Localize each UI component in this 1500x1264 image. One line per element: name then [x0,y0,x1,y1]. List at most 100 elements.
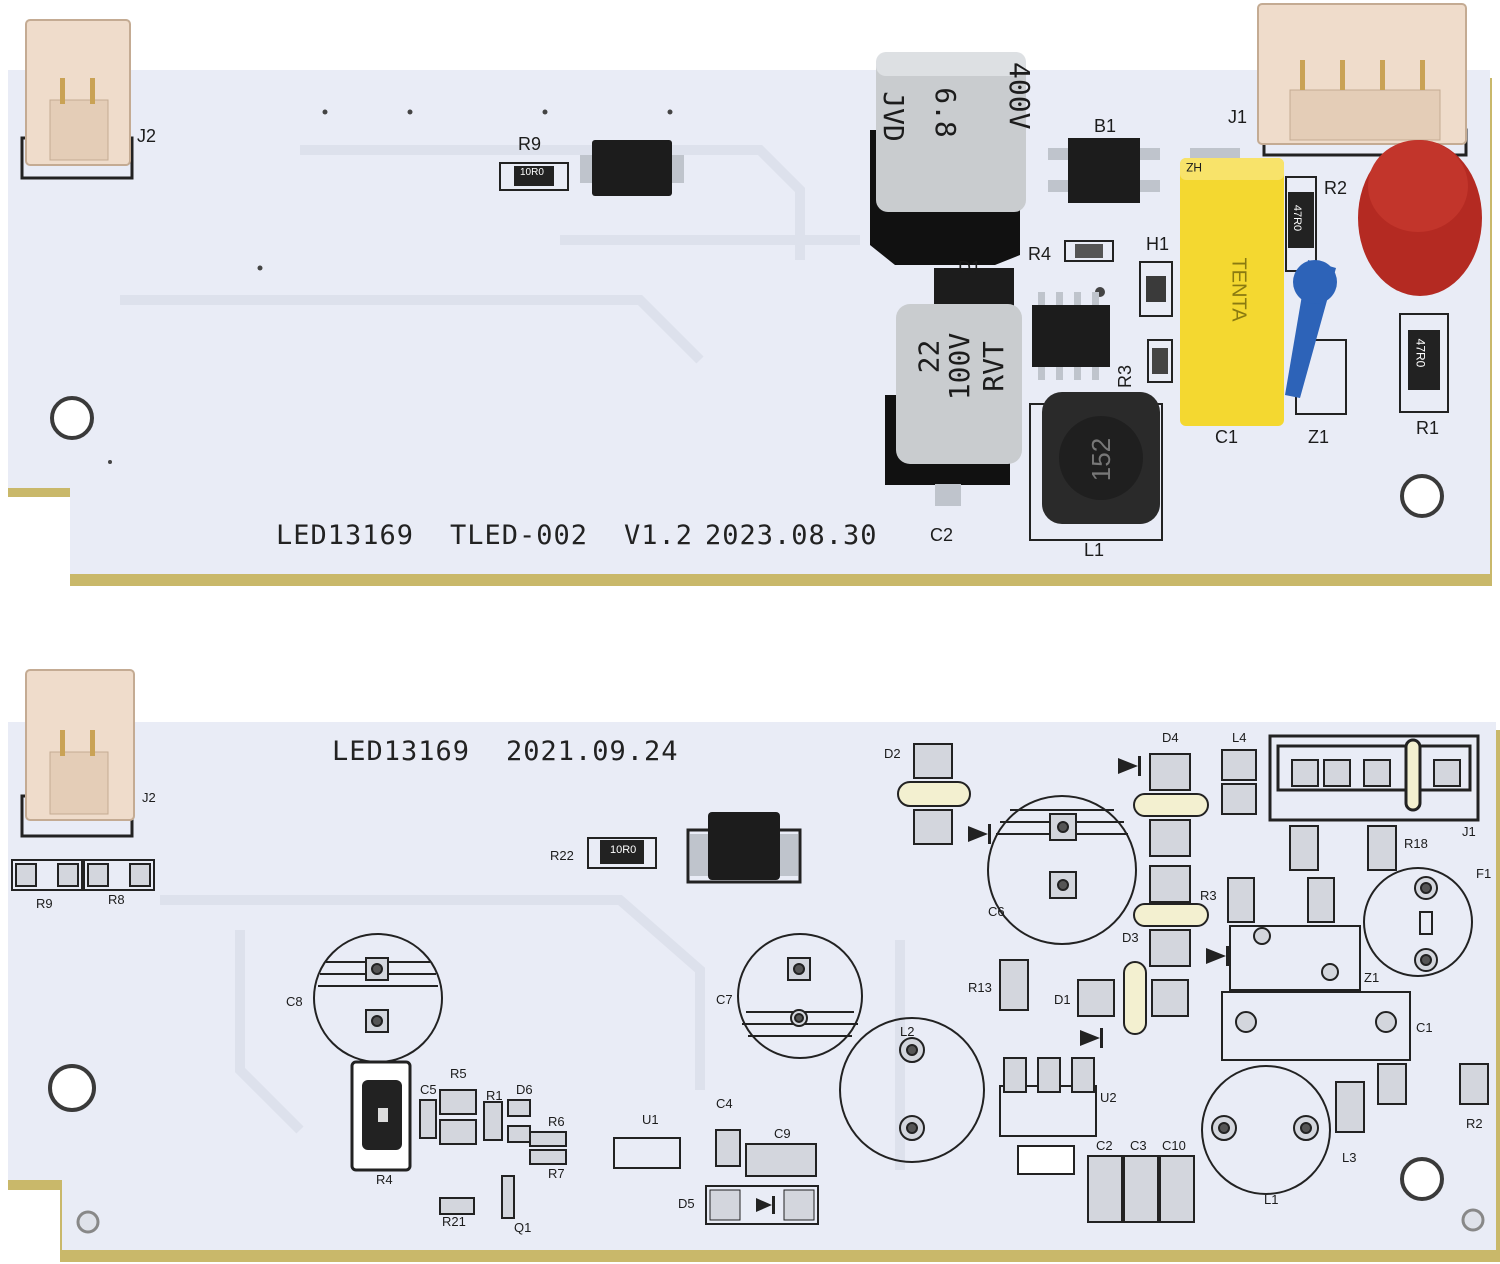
bottom-label-c1: C1 [1416,1020,1433,1035]
top-fuse-red [1358,140,1482,296]
top-c1-film-cap [1180,148,1284,426]
bottom-d5-diode [705,1185,819,1225]
top-r1-resistor [1399,313,1449,413]
bottom-label-z1: Z1 [1364,970,1380,985]
bottom-label-u2: U2 [1100,1090,1117,1105]
top-label-c1: C1 [1215,427,1239,447]
top-board-traces [120,145,860,364]
bottom-r22-resistor [587,837,657,869]
top-board-graphic [8,3,1492,586]
bottom-date-text: 2021.09.24 [506,736,679,767]
bottom-label-r4: R4 [376,1172,393,1187]
bottom-l1-footprint [1201,1065,1331,1195]
bottom-small-smd-pads [419,1089,817,1219]
top-cap-small-voltage: 100V [943,332,977,401]
top-cap-22uf [885,304,1022,506]
bottom-label-r22-value: 10R0 [610,844,637,856]
bottom-l2-footprint [839,1017,985,1163]
top-label-d1: D1 [958,258,982,278]
top-label-r3: R3 [1115,364,1136,389]
bottom-mount-hole-left [48,1064,96,1112]
bottom-label-c7: C7 [716,992,733,1007]
top-label-r1-value: 47R0 [1413,338,1428,368]
bottom-label-d3: D3 [1122,930,1139,945]
top-h1-resistor [1139,261,1173,317]
bottom-label-r18: R18 [1404,836,1428,851]
bottom-label-q1: Q1 [514,1220,532,1235]
bottom-label-c8: C8 [286,994,303,1009]
top-mount-hole-left [50,396,94,440]
top-date-text: 2023.08.30 [705,520,878,551]
bottom-label-c3: C3 [1130,1138,1147,1153]
bottom-c6-footprint [987,795,1137,945]
bottom-label-d1: D1 [1054,992,1071,1007]
bottom-label-c5: C5 [420,1082,437,1097]
bottom-r9-r8-pads [11,859,155,891]
top-part-text: TLED-002 [450,520,589,551]
bottom-j2-connector [20,669,135,838]
top-label-z1: Z1 [1308,427,1330,447]
bottom-board-graphic [8,669,1500,1262]
top-label-l1: L1 [1084,540,1105,560]
top-r4-resistor [1064,240,1114,262]
bottom-label-c6: C6 [988,904,1005,919]
top-cap-big-voltage: 400V [1003,62,1036,130]
bottom-jumper-slots [897,781,1209,1035]
top-label-r9: R9 [518,134,542,154]
top-l1-inductor [1029,392,1163,541]
bottom-label-d6: D6 [516,1082,533,1097]
top-inductor-value: 152 [1086,437,1117,482]
bottom-u2-footprint [999,1057,1097,1175]
top-z1-y-cap [1285,260,1347,415]
top-j2-connector [20,19,134,180]
bottom-label-r7: R7 [548,1166,565,1181]
top-label-r1: R1 [1416,418,1440,438]
bottom-label-f1: F1 [1476,866,1492,881]
bottom-label-r8: R8 [108,892,125,907]
bottom-label-c9: C9 [774,1126,791,1141]
bottom-diode-symbols [968,756,1229,1048]
top-model-text: LED13169 [276,520,415,551]
top-label-hz: HZ [1186,160,1202,174]
top-d1-diode [934,268,1014,308]
top-mount-hole-right [1400,474,1444,518]
bottom-label-l4: L4 [1232,730,1247,745]
top-label-r4: R4 [1028,244,1052,264]
bottom-label-r1: R1 [486,1088,503,1103]
bottom-label-u1: U1 [642,1112,659,1127]
top-label-r2: R2 [1324,178,1348,198]
top-cap-6p8uf [870,52,1026,265]
top-label-h1: H1 [1146,234,1170,254]
top-cap-small-brand: RVT [976,341,1010,392]
top-j1-connector [1257,3,1468,157]
bottom-mount-hole-right [1400,1157,1444,1201]
bottom-label-r5: R5 [450,1066,467,1081]
bottom-label-c10: C10 [1162,1138,1186,1153]
bottom-label-j2: J2 [142,790,156,805]
bottom-label-l1: L1 [1264,1192,1279,1207]
bottom-label-r22: R22 [550,848,574,863]
bottom-label-j1: J1 [1462,824,1476,839]
bottom-r4-resistor [350,1060,412,1172]
bottom-label-d5: D5 [678,1196,695,1211]
bottom-label-d2: D2 [884,746,901,761]
top-label-r2-value: 47R0 [1291,204,1304,232]
top-r3-resistor [1147,339,1173,383]
top-version-text: V1.2 [624,520,694,551]
bottom-label-l3: L3 [1342,1150,1357,1165]
top-b1-bridge [1068,138,1140,203]
top-cap-big-brand: JVD [876,91,910,142]
bottom-f1-footprint [1363,867,1473,977]
top-c1-brand: TENTA [1227,257,1250,322]
top-cap-big-value: 6.8 [928,87,962,138]
top-ic-sop8 [1032,292,1110,380]
bottom-label-r13: R13 [968,980,992,995]
bottom-label-r2: R2 [1466,1116,1483,1131]
bottom-smd-pads [913,743,1489,1223]
top-label-j2: J2 [137,126,157,146]
bottom-label-l2: L2 [900,1024,915,1039]
bottom-label-r6: R6 [548,1114,565,1129]
bottom-label-d4: D4 [1162,730,1179,745]
bottom-z1-footprint [1229,925,1361,991]
bottom-c7-footprint [737,933,863,1059]
